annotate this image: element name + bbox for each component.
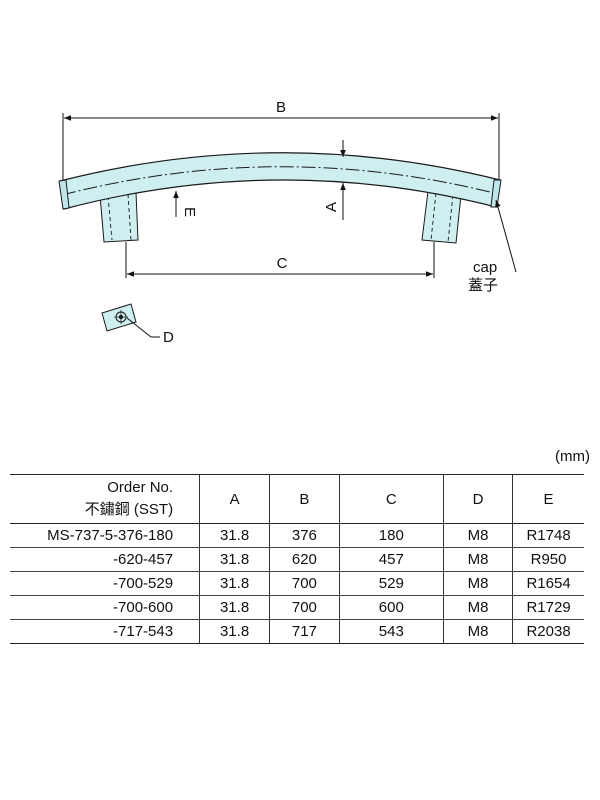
order-no-header: Order No. 不鏽鋼 (SST) (10, 474, 200, 524)
order-code: -700-529 (10, 571, 200, 596)
order-code: -700-600 (10, 595, 200, 620)
screw-detail: D (101, 303, 174, 346)
cell-c: 529 (338, 571, 444, 596)
dimension-c-label: C (277, 255, 288, 272)
cap-label-zh: 蓋子 (468, 277, 498, 294)
right-post (421, 190, 462, 244)
cell-c: 457 (338, 547, 444, 572)
table-row: -717-543 31.8 717 543 M8 R2038 (10, 619, 584, 644)
cell-a: 31.8 (199, 571, 270, 596)
order-code: -620-457 (10, 547, 200, 572)
cell-b: 700 (269, 595, 340, 620)
column-header-b: B (269, 474, 340, 524)
cell-e: R950 (512, 547, 584, 572)
column-header-a: A (199, 474, 270, 524)
table-row: -620-457 31.8 620 457 M8 R950 (10, 547, 584, 572)
spec-table: Order No. 不鏽鋼 (SST) A B C D E MS-737-5-3… (10, 474, 584, 644)
cell-c: 543 (338, 619, 444, 644)
cell-b: 700 (269, 571, 340, 596)
dimension-e: E (173, 191, 198, 217)
cell-e: R1654 (512, 571, 584, 596)
table-header-row: Order No. 不鏽鋼 (SST) A B C D E (10, 474, 584, 524)
end-cap-left (58, 179, 70, 210)
cell-e: R1748 (512, 523, 584, 548)
cell-c: 180 (338, 523, 444, 548)
cell-a: 31.8 (199, 547, 270, 572)
dimension-c: C (125, 242, 435, 278)
cell-a: 31.8 (199, 595, 270, 620)
dimension-a-label: A (323, 202, 340, 212)
table-row: MS-737-5-376-180 31.8 376 180 M8 R1748 (10, 523, 584, 548)
cell-d: M8 (442, 619, 513, 644)
dimension-d-label: D (163, 329, 174, 346)
cell-d: M8 (442, 547, 513, 572)
material-label: 不鏽鋼 (SST) (84, 501, 174, 518)
order-code: -717-543 (10, 619, 200, 644)
cell-a: 31.8 (199, 619, 270, 644)
cell-a: 31.8 (199, 523, 270, 548)
column-header-e: E (512, 474, 584, 524)
cap-label-en: cap (473, 259, 497, 276)
handle-drawing: B A E C cap 蓋子 (58, 99, 517, 346)
dimension-b: B (62, 99, 500, 180)
cell-b: 717 (269, 619, 340, 644)
dimension-a: A (323, 140, 346, 220)
dimension-b-label: B (276, 99, 286, 116)
cell-c: 600 (338, 595, 444, 620)
table-row: -700-600 31.8 700 600 M8 R1729 (10, 595, 584, 620)
cell-e: R2038 (512, 619, 584, 644)
cell-d: M8 (442, 595, 513, 620)
cell-b: 620 (269, 547, 340, 572)
column-header-c: C (338, 474, 444, 524)
cell-d: M8 (442, 523, 513, 548)
unit-label: (mm) (555, 448, 590, 465)
column-header-d: D (442, 474, 513, 524)
cell-b: 376 (269, 523, 340, 548)
cap-callout: cap 蓋子 (468, 199, 517, 294)
cell-d: M8 (442, 571, 513, 596)
dimension-e-label: E (181, 207, 198, 217)
order-no-label: Order No. (107, 479, 174, 496)
order-code: MS-737-5-376-180 (10, 523, 200, 548)
cell-e: R1729 (512, 595, 584, 620)
table-row: -700-529 31.8 700 529 M8 R1654 (10, 571, 584, 596)
